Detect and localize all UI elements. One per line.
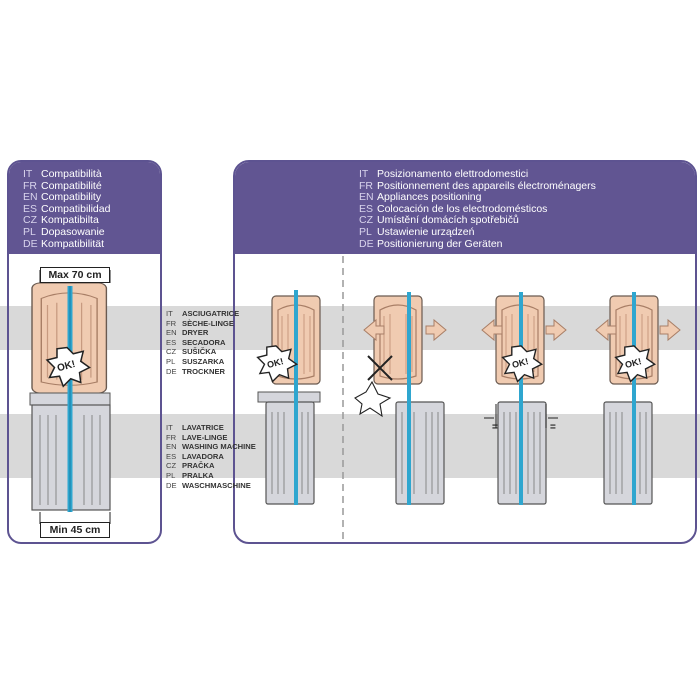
max-width-label: Max 70 cm [40, 267, 110, 283]
scene-1-ok: OK! [266, 356, 285, 370]
scene-3: OK! = = [481, 292, 567, 505]
scene-2 [354, 292, 447, 505]
min-width-label: Min 45 cm [40, 522, 110, 538]
scene-1: OK! [256, 290, 321, 505]
scene-3-ok: OK! [511, 356, 530, 370]
left-stack: OK! [29, 270, 111, 524]
scene-3-equal-left: = [492, 422, 498, 433]
scene-3-equal-right: = [550, 422, 556, 433]
scene-4-ok: OK! [624, 356, 643, 370]
scene-4: OK! [595, 292, 681, 505]
left-ok-text: OK! [56, 359, 77, 374]
